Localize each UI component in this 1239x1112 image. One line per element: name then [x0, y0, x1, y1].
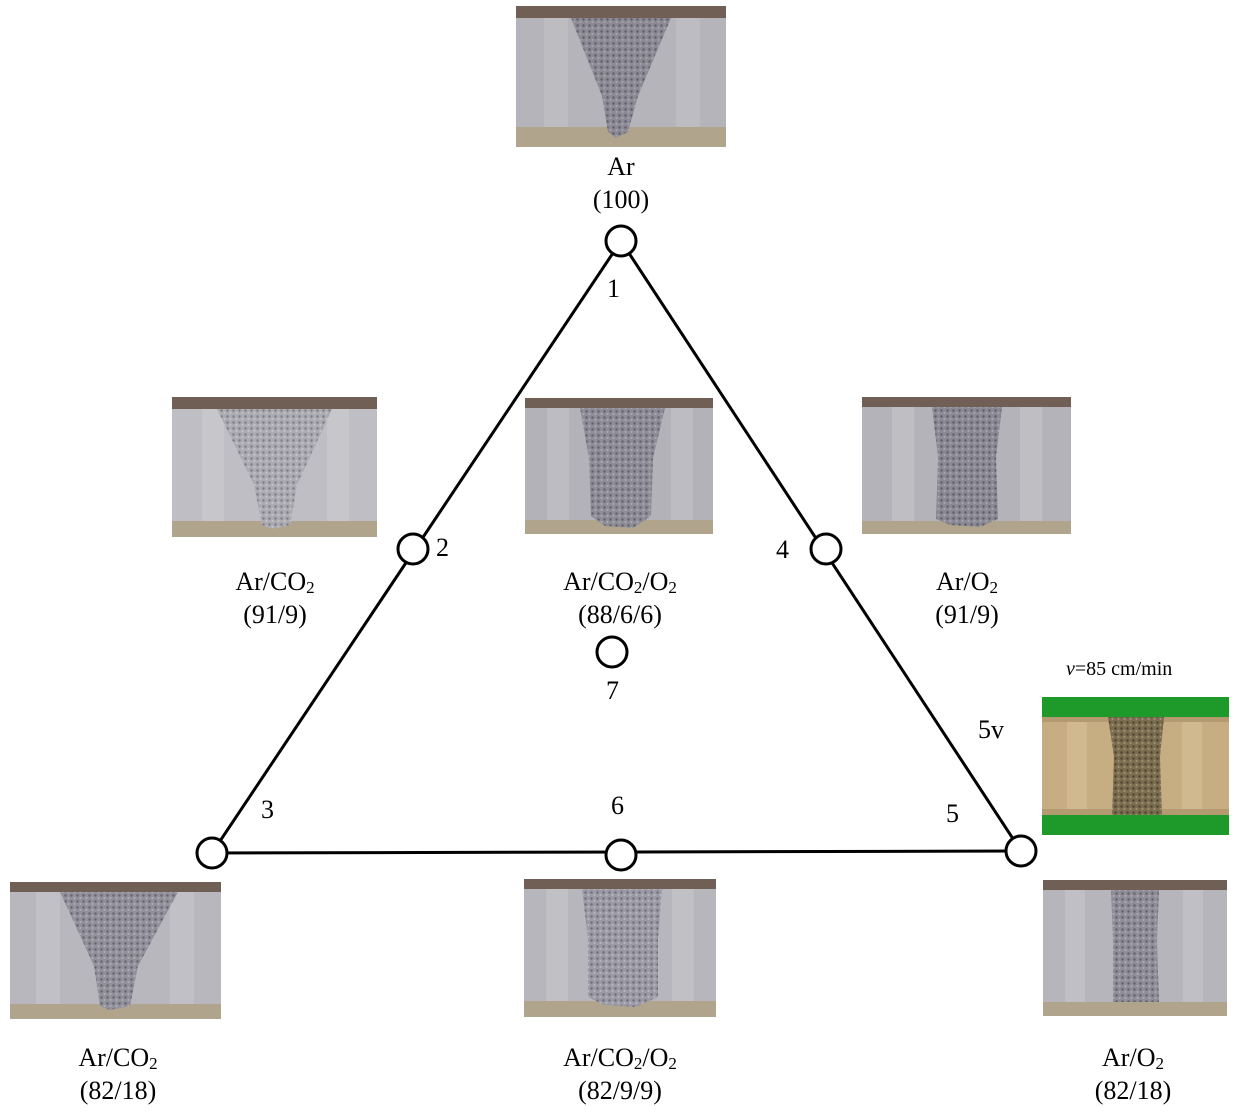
macrograph-5v [1042, 697, 1229, 835]
macrograph-1 [516, 6, 726, 147]
node-number-3: 3 [261, 795, 274, 824]
node-number-7: 7 [606, 676, 619, 705]
gas-label-2: Ar/CO2 (91/9) [195, 565, 355, 631]
gas-name-6: Ar/CO2/O2 [563, 1043, 677, 1073]
gas-ratio-6: (82/9/9) [578, 1076, 662, 1105]
node-marker-1 [604, 224, 638, 258]
node-marker-2 [396, 532, 430, 566]
gas-name-5: Ar/O2 [1102, 1043, 1164, 1073]
gas-name-3: Ar/CO2 [78, 1043, 158, 1073]
macrograph-4 [862, 397, 1071, 534]
macrograph-3 [10, 882, 221, 1019]
macrograph-2 [172, 397, 377, 537]
speed-note: v=85 cm/min [1066, 658, 1172, 681]
gas-label-3: Ar/CO2 (82/18) [38, 1041, 198, 1107]
node-number-1: 1 [607, 274, 620, 303]
gas-ratio-3: (82/18) [79, 1076, 157, 1105]
gas-ratio-5: (82/18) [1094, 1076, 1172, 1105]
node-marker-4 [809, 532, 843, 566]
node-number-6: 6 [611, 791, 624, 820]
node-number-2: 2 [436, 533, 449, 562]
node-number-5v: 5v [978, 715, 1004, 744]
macrograph-5 [1043, 880, 1227, 1016]
node-marker-5 [1004, 834, 1038, 868]
gas-name-2: Ar/CO2 [235, 567, 315, 597]
gas-name-7: Ar/CO2/O2 [563, 567, 677, 597]
macrograph-6 [524, 879, 716, 1017]
gas-ratio-4: (91/9) [935, 600, 999, 629]
node-number-4: 4 [776, 535, 789, 564]
triangle-outline [209, 238, 1024, 855]
gas-label-4: Ar/O2 (91/9) [887, 565, 1047, 631]
node-marker-3 [195, 836, 229, 870]
node-marker-7 [595, 635, 629, 669]
gas-ratio-2: (91/9) [243, 600, 307, 629]
speed-symbol: v [1066, 658, 1075, 680]
gas-label-7: Ar/CO2/O2 (88/6/6) [520, 565, 720, 631]
gas-label-6: Ar/CO2/O2 (82/9/9) [520, 1041, 720, 1107]
speed-value: =85 cm/min [1074, 658, 1173, 680]
gas-label-5: Ar/O2 (82/18) [1053, 1041, 1213, 1107]
gas-name-1: Ar [607, 152, 635, 181]
gas-ratio-7: (88/6/6) [578, 600, 662, 629]
node-marker-6 [604, 838, 638, 872]
gas-label-1: Ar (100) [571, 150, 671, 216]
gas-name-4: Ar/O2 [936, 567, 998, 597]
macrograph-7 [525, 398, 713, 534]
node-number-5: 5 [946, 799, 959, 828]
gas-ratio-1: (100) [592, 185, 650, 214]
